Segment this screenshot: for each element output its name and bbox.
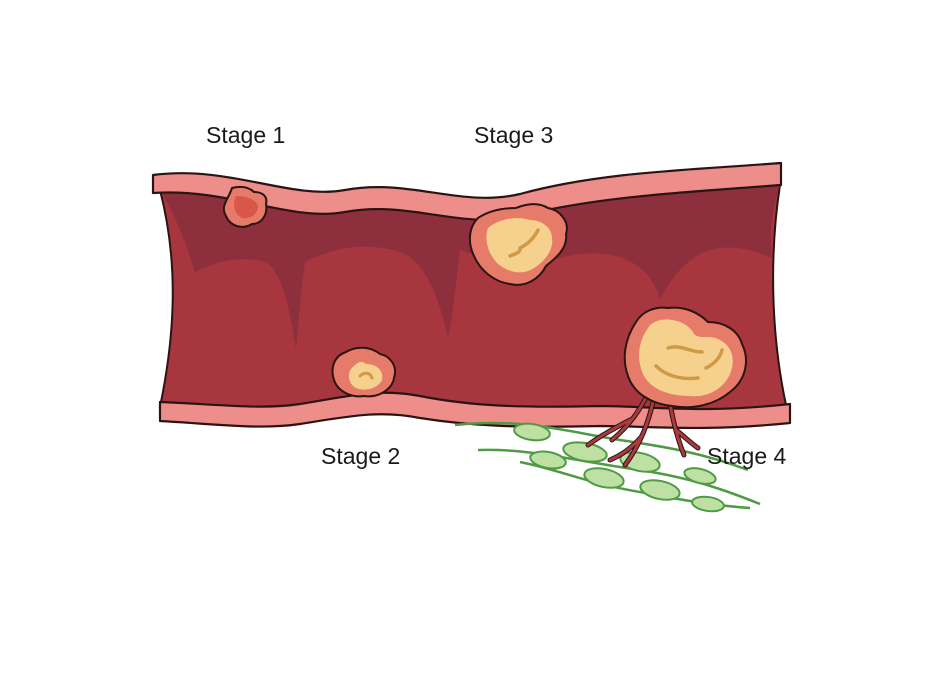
tumor-stage-2 <box>331 346 396 398</box>
lumen-upper-shadow <box>160 185 780 350</box>
tumor-stage-3 <box>468 203 568 286</box>
stage-1-label: Stage 1 <box>206 122 286 148</box>
nerve-fiber <box>454 421 749 472</box>
stage-2-label: Stage 2 <box>321 443 401 469</box>
nerve-cell <box>513 422 551 442</box>
nerve-cell <box>583 467 625 489</box>
nerve-cell <box>691 495 725 513</box>
nerve-fibers <box>454 421 761 513</box>
nerve-cell <box>639 479 681 501</box>
stage-3-label: Stage 3 <box>474 122 554 148</box>
tumor-stage-1 <box>222 185 268 228</box>
nerve-cell <box>529 450 567 470</box>
tumor-stage-4 <box>623 306 747 409</box>
stage-4-label: Stage 4 <box>707 443 787 469</box>
nerve-cell <box>683 467 717 485</box>
nerve-cell <box>562 441 608 463</box>
vessel-wall-upper <box>151 161 783 221</box>
